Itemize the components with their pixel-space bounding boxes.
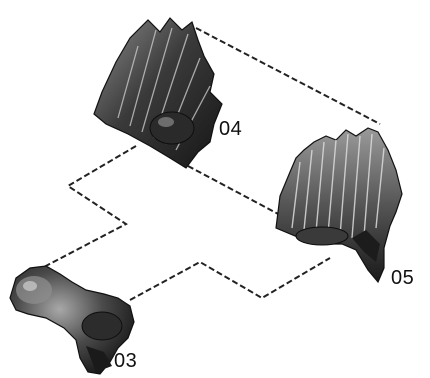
connector-04-bottom-to-05	[188, 166, 282, 216]
connector-04-top-to-05	[196, 28, 380, 124]
part-label-04: 04	[219, 119, 242, 139]
fragment-04	[94, 18, 222, 168]
fragment-04-body	[94, 18, 222, 168]
connector-04-to-03	[42, 146, 136, 268]
fragment-05	[276, 128, 402, 282]
connector-03-to-05	[130, 258, 330, 300]
part-label-05: 05	[391, 268, 414, 288]
part-label-03: 03	[114, 351, 137, 371]
